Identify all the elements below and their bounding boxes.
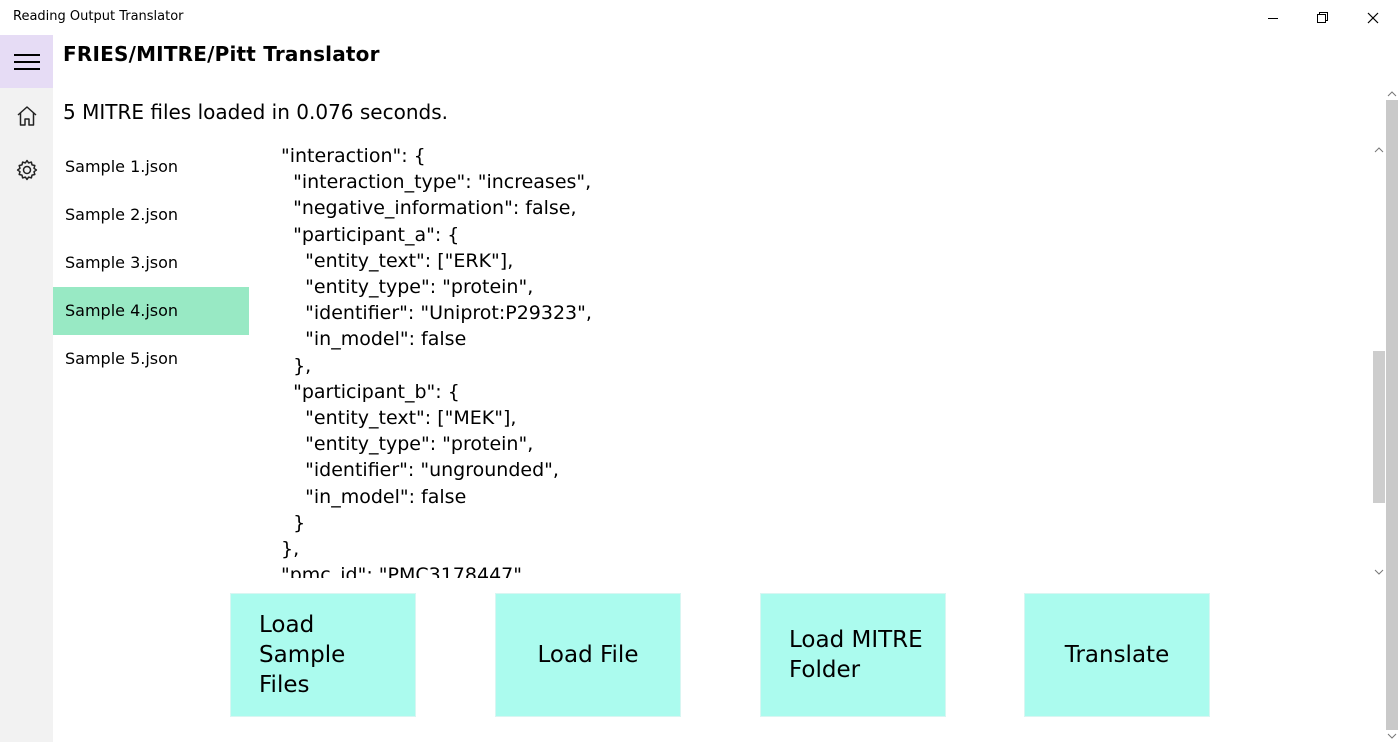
file-list-item[interactable]: Sample 1.json bbox=[65, 157, 179, 176]
load-sample-files-button[interactable]: Load Sample Files bbox=[230, 593, 416, 717]
page-title: FRIES/MITRE/Pitt Translator bbox=[63, 42, 380, 66]
nav-home-button[interactable] bbox=[0, 89, 53, 142]
scroll-up-arrow-icon[interactable] bbox=[1374, 145, 1384, 155]
minimize-button[interactable] bbox=[1248, 0, 1298, 35]
translate-button[interactable]: Translate bbox=[1024, 593, 1210, 717]
json-content-text: "interaction": { "interaction_type": "in… bbox=[281, 145, 592, 578]
page-scroll-thumb[interactable] bbox=[1386, 100, 1398, 730]
minimize-icon bbox=[1268, 17, 1278, 19]
hamburger-menu-button[interactable] bbox=[0, 35, 53, 88]
scroll-down-arrow-icon[interactable] bbox=[1387, 731, 1397, 741]
load-file-button[interactable]: Load File bbox=[495, 593, 681, 717]
file-list-item[interactable]: Sample 5.json bbox=[65, 349, 179, 368]
hamburger-icon bbox=[13, 53, 40, 70]
close-icon bbox=[1367, 12, 1379, 23]
scroll-down-arrow-icon[interactable] bbox=[1374, 567, 1384, 577]
file-list-item[interactable]: Sample 2.json bbox=[65, 205, 179, 224]
file-list: Sample 1.json Sample 2.json Sample 3.jso… bbox=[53, 143, 249, 383]
restore-icon bbox=[1317, 11, 1328, 23]
nav-settings-button[interactable] bbox=[0, 143, 53, 196]
load-mitre-folder-button[interactable]: Load MITRE Folder bbox=[760, 593, 946, 717]
status-text: 5 MITRE files loaded in 0.076 seconds. bbox=[63, 100, 448, 124]
json-view-scrollbar[interactable] bbox=[1372, 143, 1386, 578]
window-title: Reading Output Translator bbox=[13, 9, 184, 24]
restore-button[interactable] bbox=[1298, 0, 1348, 35]
close-button[interactable] bbox=[1348, 0, 1398, 35]
scroll-up-arrow-icon[interactable] bbox=[1387, 89, 1397, 99]
gear-icon bbox=[16, 159, 37, 180]
title-bar: Reading Output Translator bbox=[0, 0, 1399, 35]
page-scrollbar[interactable] bbox=[1385, 88, 1399, 742]
load-file-label: Load File bbox=[537, 642, 639, 668]
load-mitre-folder-label: Load MITRE Folder bbox=[789, 627, 923, 683]
nav-rail bbox=[0, 35, 53, 742]
load-sample-files-label: Load Sample Files bbox=[259, 612, 346, 698]
home-icon bbox=[17, 105, 36, 126]
json-content-view[interactable]: "interaction": { "interaction_type": "in… bbox=[281, 143, 1371, 578]
file-list-item[interactable]: Sample 3.json bbox=[65, 253, 179, 272]
file-list-item-selected[interactable]: Sample 4.json bbox=[53, 287, 249, 335]
json-view-scroll-thumb[interactable] bbox=[1373, 351, 1385, 503]
translate-label: Translate bbox=[1064, 642, 1170, 668]
